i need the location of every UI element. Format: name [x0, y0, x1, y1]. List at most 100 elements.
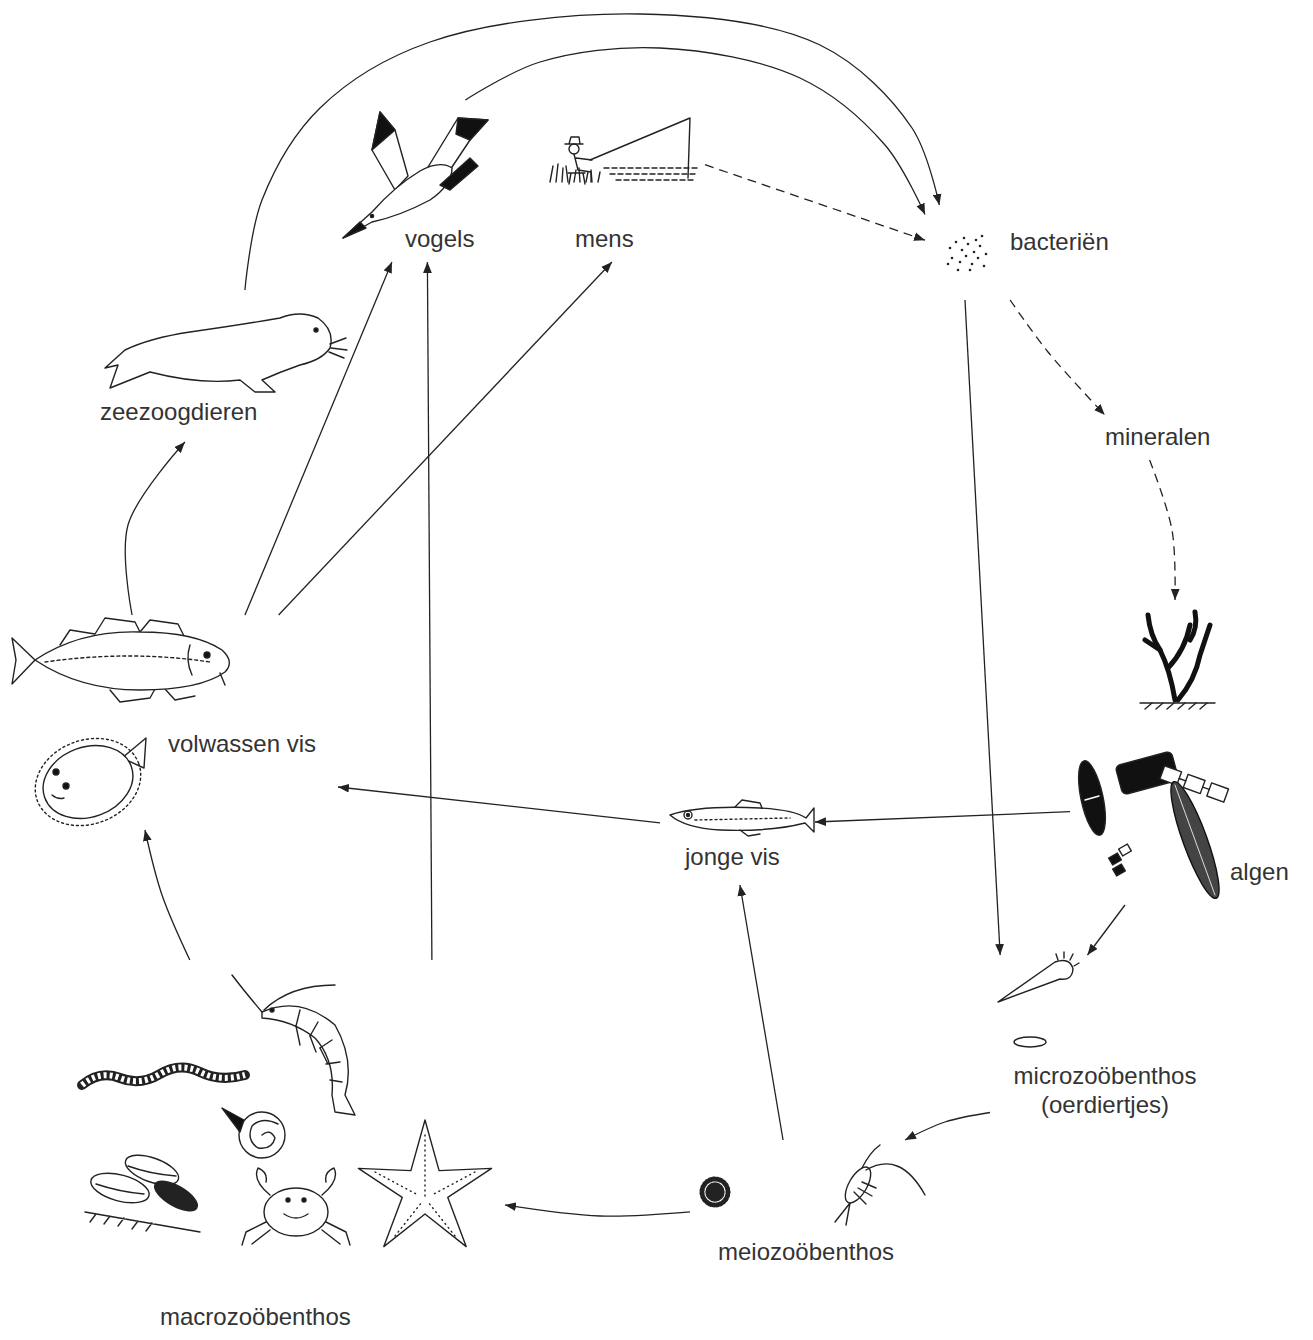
bacteria-dots: [975, 239, 978, 242]
bacteria-dots: [949, 247, 952, 250]
snail-drawing: [222, 1108, 285, 1158]
food-arrow: [965, 300, 1000, 955]
bacteria-dots: [961, 249, 964, 252]
young-fish-drawing: [695, 818, 790, 820]
angler-drawing: [569, 144, 579, 154]
diatom-drawings: [1073, 759, 1110, 838]
diatom-drawings: [1163, 778, 1228, 903]
diatom-drawings: [1085, 796, 1099, 800]
crab-drawing: [286, 1198, 290, 1202]
seabed-hatch: [1145, 703, 1207, 709]
shrimp-drawing: [262, 1006, 355, 1115]
seabed-hatch: [1140, 703, 1215, 709]
food-arrow: [245, 14, 939, 290]
food-arrow: [1150, 460, 1176, 600]
bacteria-dots: [983, 265, 986, 268]
young-fish-drawing: [735, 800, 762, 836]
diatom-drawings: [1160, 766, 1229, 802]
angler-drawing: [565, 137, 583, 144]
group-label: microzoöbenthos (oerdiertjes): [990, 1062, 1220, 1120]
organism-group: bacteriën: [925, 205, 1130, 300]
food-arrow: [740, 885, 783, 1140]
group-label: mineralen: [1105, 423, 1210, 452]
bird-drawing: [343, 222, 366, 238]
copepod-drawing: [854, 1182, 876, 1204]
seaweed-drawing: [1168, 625, 1190, 668]
flounder-drawing: [23, 724, 153, 840]
flounder-drawing: [53, 769, 59, 775]
shrimp-drawing: [296, 1026, 328, 1064]
snail-drawing: [250, 1120, 278, 1148]
cod-drawing: [220, 673, 225, 685]
seaweed-drawing: [1145, 612, 1210, 700]
food-arrow: [338, 787, 660, 823]
organism-group: jonge vis: [660, 795, 815, 885]
food-arrow: [1087, 905, 1125, 955]
cod-drawing: [204, 652, 210, 658]
food-arrow: [905, 1113, 990, 1141]
angler-drawing: [574, 154, 592, 182]
food-arrow: [245, 262, 392, 615]
cod-drawing: [35, 632, 229, 690]
bacteria-dots: [955, 241, 958, 244]
angler-drawing: [590, 118, 690, 178]
organism-group: volwassen vis: [8, 615, 338, 830]
snail-drawing: [239, 1112, 285, 1158]
bacteria-dots: [979, 245, 982, 248]
cod-drawing: [45, 656, 210, 662]
bird-drawing: [370, 214, 373, 217]
diatom-drawings: [1179, 779, 1209, 790]
diatom-drawings: [1109, 853, 1122, 865]
bacteria-dots: [965, 255, 968, 258]
diatom-drawings: [1207, 783, 1229, 802]
starfish-drawing: [358, 1120, 491, 1247]
urchin-drawing: [706, 1183, 724, 1201]
protozoa-drawing: [1014, 1037, 1046, 1047]
angler-drawing: [550, 118, 700, 184]
crab-drawing: [242, 1168, 350, 1245]
protozoa-drawing: [1056, 952, 1079, 966]
flounder-drawing: [52, 795, 64, 799]
seaweed-drawing: [1148, 615, 1175, 700]
young-fish-drawing: [670, 807, 814, 832]
bacteria-dots: [957, 269, 960, 272]
bacteria-dots: [959, 261, 962, 264]
food-arrow: [145, 830, 190, 960]
organism-group: microzoöbenthos (oerdiertjes): [990, 955, 1226, 1130]
angler-drawing: [604, 168, 700, 180]
bacteria-dots: [977, 257, 980, 260]
copepod-drawing: [835, 1145, 925, 1225]
seal-drawing: [105, 314, 331, 392]
organism-group: zeezoogdieren: [95, 290, 340, 442]
group-label: volwassen vis: [168, 730, 316, 759]
group-label: vogels: [405, 225, 474, 254]
shrimp-drawing: [270, 1008, 274, 1012]
cod-drawing: [188, 645, 192, 675]
urchin-drawing: [702, 1179, 728, 1205]
mussel-drawings: [85, 1149, 202, 1232]
diatom-drawings: [1119, 844, 1132, 856]
copepod-drawing: [835, 1203, 850, 1225]
seaweed-drawing: [1145, 640, 1160, 650]
food-arrow: [279, 262, 612, 615]
food-arrow: [125, 442, 185, 615]
crab-drawing: [302, 1198, 306, 1202]
food-arrow: [505, 1205, 690, 1216]
mussel-drawings: [96, 1166, 176, 1194]
diatom-drawings: [1073, 751, 1228, 902]
bacteria-dots: [963, 237, 966, 240]
copepod-drawing: [862, 1145, 925, 1195]
food-arrow: [815, 812, 1070, 822]
starfish-drawing: [358, 1120, 491, 1247]
group-label: bacteriën: [1010, 228, 1109, 257]
shrimp-drawing: [232, 975, 355, 1115]
mussel-drawings: [85, 1212, 200, 1232]
group-label: mens: [575, 225, 634, 254]
seal-drawing: [329, 338, 347, 358]
seaweed-drawing: [1190, 612, 1196, 640]
protozoa-drawing: [998, 961, 1073, 1002]
cod-drawing: [12, 638, 35, 684]
crab-drawing: [242, 1222, 350, 1245]
